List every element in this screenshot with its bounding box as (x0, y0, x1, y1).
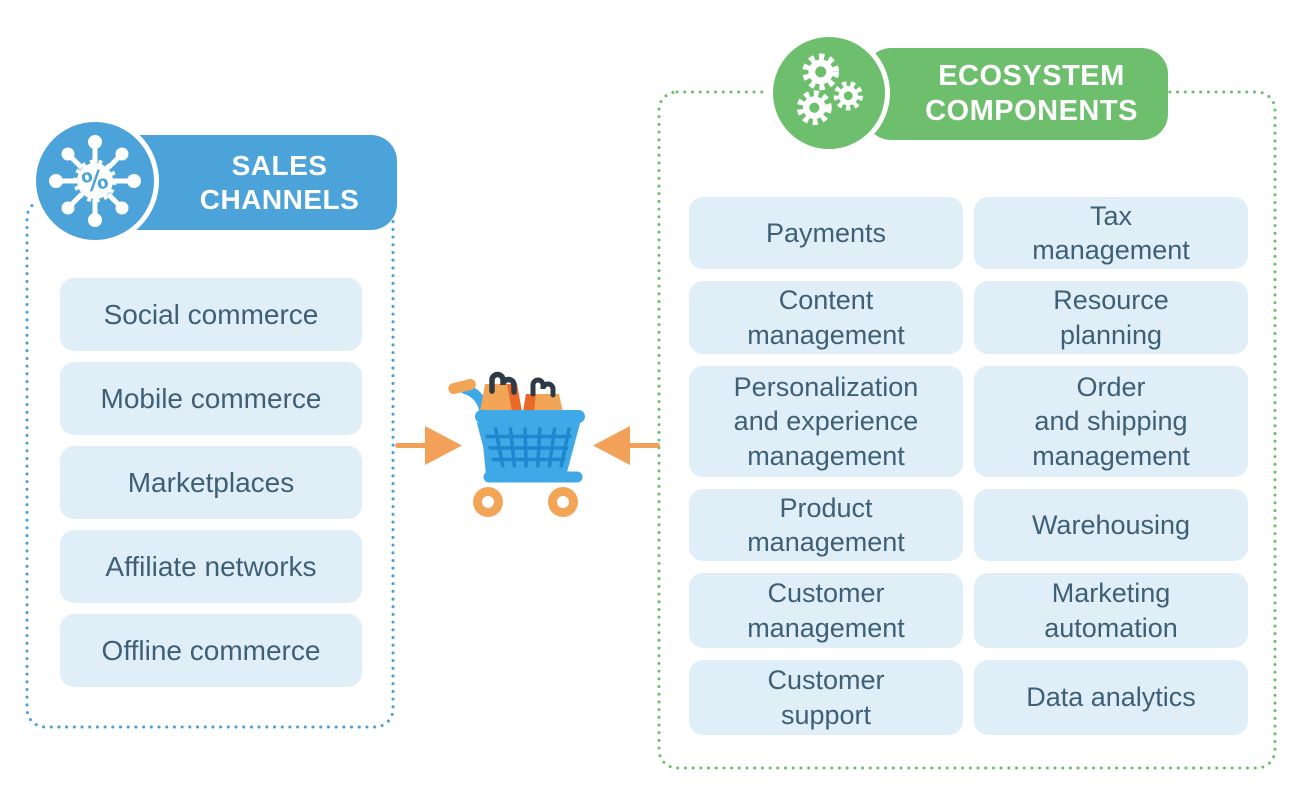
ecosystem-item: Payments (689, 197, 963, 269)
sales-channel-item: Social commerce (60, 278, 362, 351)
percent-network-glyph: % (49, 135, 141, 227)
ecosystem-item-label: Order and shipping management (1032, 372, 1190, 471)
ecosystem-components-grid: Payments Tax management Content manageme… (689, 197, 1248, 735)
ecosystem-item: Customer support (689, 660, 963, 735)
ecosystem-item: Personalization and experience managemen… (689, 366, 963, 477)
ecosystem-item: Tax management (974, 197, 1248, 269)
sales-channels-title: SALES CHANNELS (199, 149, 360, 215)
shopping-bag-right (523, 377, 563, 412)
shopping-bag-left (480, 371, 522, 412)
ecosystem-item: Data analytics (974, 660, 1248, 735)
center-art (395, 371, 660, 517)
sales-channel-item: Offline commerce (60, 614, 362, 687)
sales-channel-item: Marketplaces (60, 446, 362, 519)
left-arrow-icon (395, 426, 462, 465)
ecosystem-item: Marketing automation (974, 573, 1248, 648)
sales-channels-list: Social commerce Mobile commerce Marketpl… (60, 278, 362, 698)
ecosystem-item-label: Warehousing (1031, 509, 1191, 540)
ecosystem-item-label: Tax management (1032, 200, 1190, 265)
gear-top (802, 53, 840, 91)
ecosystem-item: Content management (689, 281, 963, 354)
sales-channel-item: Affiliate networks (60, 530, 362, 603)
cart-grip (448, 378, 476, 395)
ecosystem-item-label: Customer management (747, 578, 905, 643)
gears-glyph (796, 53, 863, 126)
svg-text:%: % (79, 165, 111, 200)
gear-right (833, 81, 863, 111)
ecosystem-item-label: Content management (747, 285, 905, 350)
ecosystem-item: Order and shipping management (974, 366, 1248, 477)
sales-channel-label: Offline commerce (101, 634, 321, 666)
right-arrow-icon (593, 426, 660, 465)
ecosystem-item-label: Data analytics (1026, 682, 1196, 713)
ecosystem-item-label: Personalization and experience managemen… (733, 372, 919, 471)
ecosystem-components-header: ECOSYSTEM COMPONENTS (865, 48, 1168, 140)
percent-network-icon: % (31, 117, 159, 245)
sales-channel-label: Mobile commerce (100, 382, 322, 414)
sales-channel-label: Marketplaces (127, 466, 295, 498)
ecosystem-item: Product management (689, 489, 963, 561)
shopping-cart-icon (448, 371, 585, 517)
gear-bottom-left (796, 90, 832, 126)
ecosystem-item-label: Product management (747, 492, 905, 557)
ecosystem-item: Resource planning (974, 281, 1248, 354)
ecosystem-item-label: Marketing automation (1044, 578, 1178, 643)
sales-channel-item: Mobile commerce (60, 362, 362, 435)
ecosystem-item: Customer management (689, 573, 963, 648)
sales-channel-label: Affiliate networks (105, 550, 317, 582)
ecosystem-item-label: Resource planning (1053, 285, 1169, 350)
gears-icon (768, 32, 890, 154)
ecosystem-item: Warehousing (974, 489, 1248, 561)
ecosystem-item-label: Payments (765, 217, 887, 248)
ecosystem-item-label: Customer support (767, 665, 885, 730)
ecosystem-components-title: ECOSYSTEM COMPONENTS (925, 60, 1138, 127)
sales-channel-label: Social commerce (103, 298, 319, 330)
